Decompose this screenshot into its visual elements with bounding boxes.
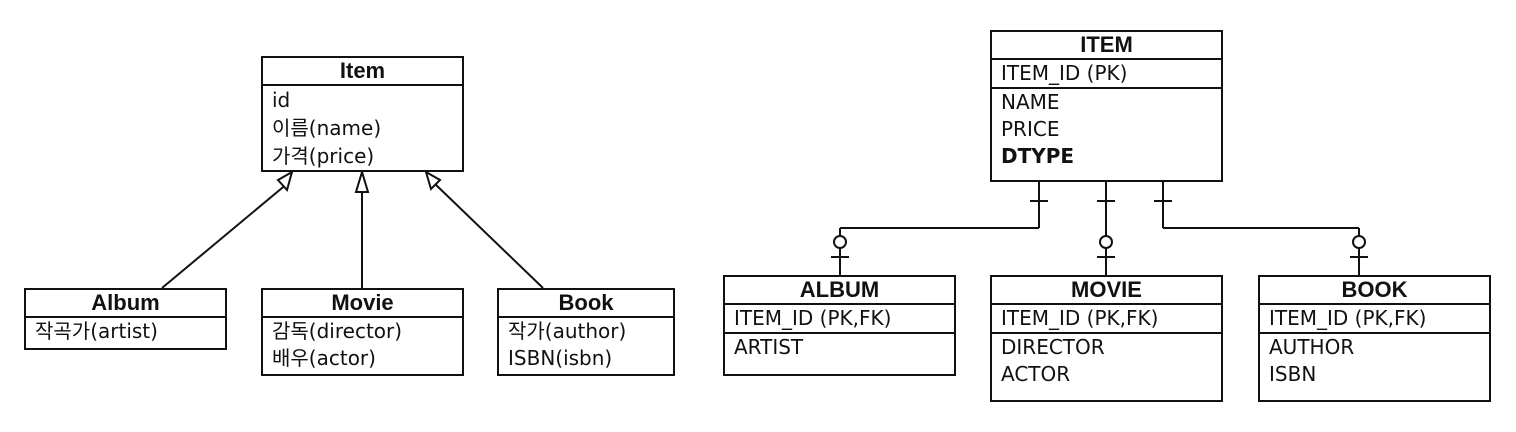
erd-movie-col-actor: ACTOR	[1001, 362, 1071, 386]
erd-album-columns: ARTIST	[725, 332, 954, 361]
erd-item-col-dtype: DTYPE	[1001, 144, 1075, 168]
class-album-attr-artist: 작곡가(artist)	[35, 319, 158, 343]
class-movie-title: Movie	[263, 290, 462, 318]
class-item-attr-id: id	[272, 88, 291, 112]
erd-movie-col-director: DIRECTOR	[1001, 335, 1105, 359]
erd-item-table: ITEM ITEM_ID (PK) NAME PRICE DTYPE	[990, 30, 1223, 182]
class-album-box: Album 작곡가(artist)	[24, 288, 227, 350]
erd-book-col-author: AUTHOR	[1269, 335, 1355, 359]
erd-book-pk-fk: ITEM_ID (PK,FK)	[1269, 306, 1427, 330]
erd-album-keys: ITEM_ID (PK,FK)	[725, 305, 954, 332]
class-item-attr-price: 가격(price)	[272, 144, 375, 168]
class-book-attributes: 작가(author) ISBN(isbn)	[499, 318, 673, 372]
class-book-attr-isbn: ISBN(isbn)	[508, 346, 613, 370]
class-album-attributes: 작곡가(artist)	[26, 318, 225, 345]
class-movie-attr-actor: 배우(actor)	[272, 346, 376, 370]
book-inheritance-line	[433, 182, 544, 289]
erd-book-columns: AUTHOR ISBN	[1260, 332, 1489, 388]
erd-item-keys: ITEM_ID (PK)	[992, 60, 1221, 87]
class-movie-attributes: 감독(director) 배우(actor)	[263, 318, 462, 372]
erd-book-keys: ITEM_ID (PK,FK)	[1260, 305, 1489, 332]
class-item-title: Item	[263, 58, 462, 86]
class-movie-box: Movie 감독(director) 배우(actor)	[261, 288, 464, 376]
erd-movie-pk-fk: ITEM_ID (PK,FK)	[1001, 306, 1159, 330]
class-book-box: Book 작가(author) ISBN(isbn)	[497, 288, 675, 376]
class-item-attributes: id 이름(name) 가격(price)	[263, 86, 462, 170]
erd-item-col-price: PRICE	[1001, 117, 1060, 141]
erd-item-pk: ITEM_ID (PK)	[1001, 61, 1128, 85]
class-item-attr-name: 이름(name)	[272, 116, 382, 140]
erd-album-pk-fk: ITEM_ID (PK,FK)	[734, 306, 892, 330]
album-inheritance-arrowhead	[276, 169, 294, 193]
inheritance-arrows	[161, 168, 544, 289]
erd-book-table: BOOK ITEM_ID (PK,FK) AUTHOR ISBN	[1258, 275, 1491, 402]
class-movie-attr-director: 감독(director)	[272, 319, 403, 343]
erd-movie-columns: DIRECTOR ACTOR	[992, 332, 1221, 388]
erd-movie-keys: ITEM_ID (PK,FK)	[992, 305, 1221, 332]
class-book-attr-author: 작가(author)	[508, 319, 627, 343]
album-inheritance-line	[161, 182, 289, 289]
erd-relationships	[831, 182, 1368, 275]
erd-book-col-isbn: ISBN	[1269, 362, 1317, 386]
class-book-title: Book	[499, 290, 673, 318]
class-item-box: Item id 이름(name) 가격(price)	[261, 56, 464, 172]
erd-book-title: BOOK	[1260, 277, 1489, 305]
album-optional-circle	[833, 235, 847, 249]
erd-album-title: ALBUM	[725, 277, 954, 305]
book-optional-circle	[1352, 235, 1366, 249]
erd-album-col-artist: ARTIST	[734, 335, 804, 359]
erd-item-col-name: NAME	[1001, 90, 1060, 114]
class-album-title: Album	[26, 290, 225, 318]
erd-item-title: ITEM	[992, 32, 1221, 60]
movie-optional-circle	[1099, 235, 1113, 249]
erd-movie-title: MOVIE	[992, 277, 1221, 305]
erd-movie-table: MOVIE ITEM_ID (PK,FK) DIRECTOR ACTOR	[990, 275, 1223, 402]
movie-inheritance-arrowhead	[354, 168, 370, 193]
erd-album-table: ALBUM ITEM_ID (PK,FK) ARTIST	[723, 275, 956, 376]
erd-item-columns: NAME PRICE DTYPE	[992, 87, 1221, 170]
book-inheritance-arrowhead	[424, 169, 442, 191]
